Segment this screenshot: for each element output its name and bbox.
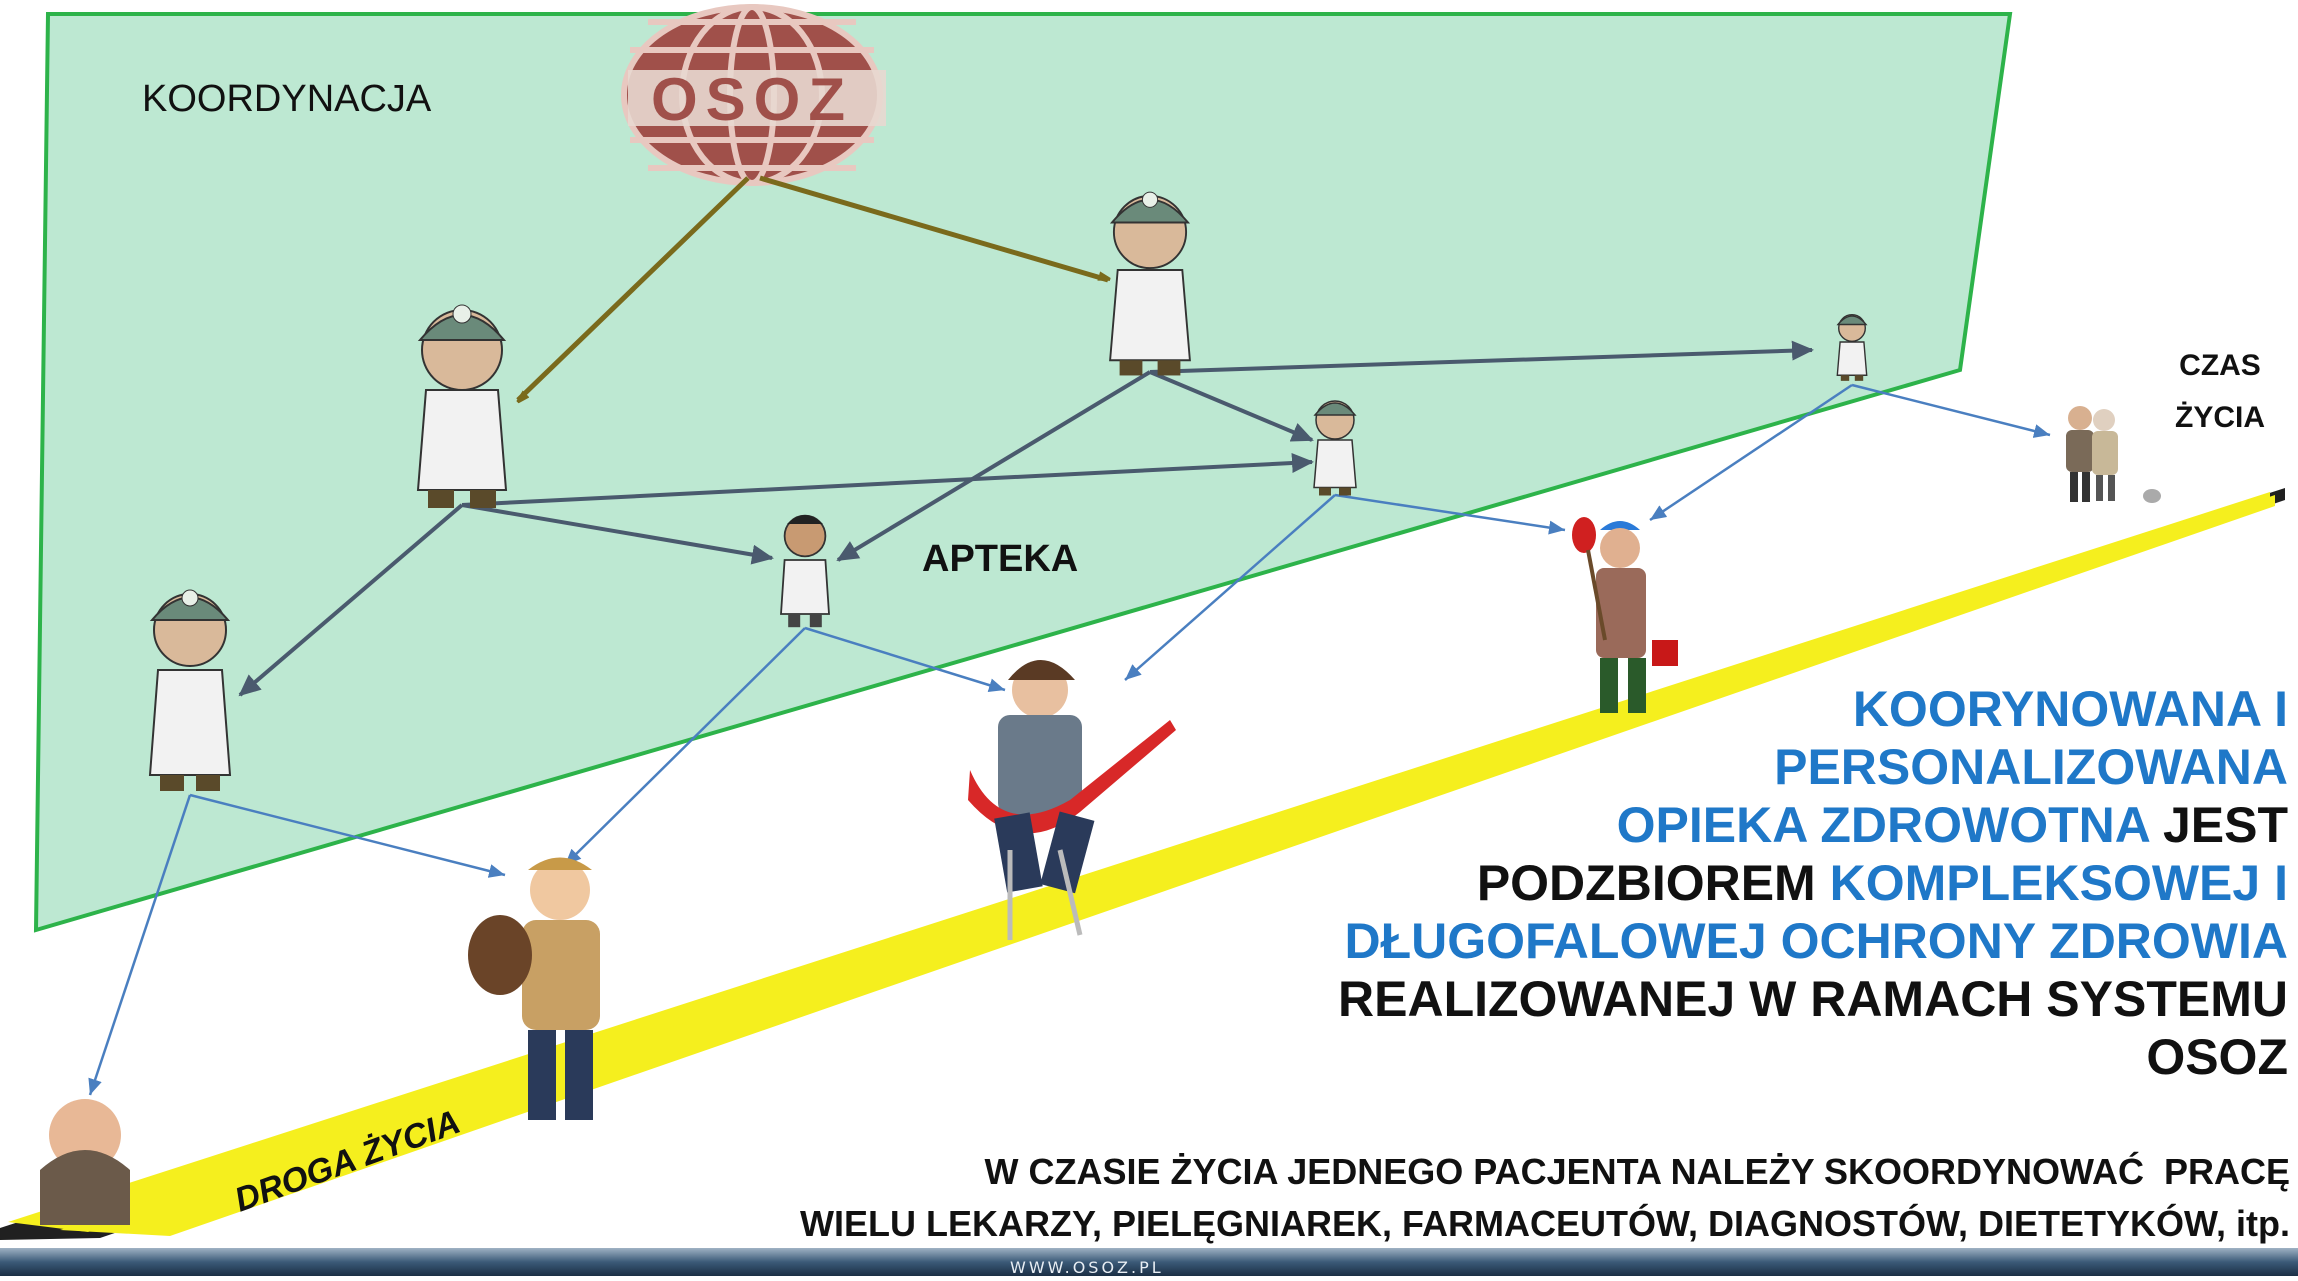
worker-figure (1572, 517, 1678, 713)
statement-segment: KOORYNOWANA I (1852, 681, 2288, 737)
doctor-figure-2 (416, 304, 508, 508)
life-time-label-line1: CZAS (2179, 349, 2261, 382)
logo-brand-text: OSOZ (651, 66, 853, 133)
statement-segment: JEST (2162, 797, 2288, 853)
doctor-arrows (238, 340, 1814, 697)
osoz-logo: OSOZ (621, 4, 886, 186)
statement-segment: REALIZOWANEJ W RAMACH SYSTEMU (1338, 971, 2288, 1027)
statement-segment: PERSONALIZOWANA (1774, 739, 2288, 795)
statement-segment: OPIEKA ZDROWOTNA (1616, 797, 2150, 853)
pharmacist-figure (780, 514, 830, 628)
life-time-label-line2: ŻYCIA (2175, 401, 2265, 434)
footer-url: WWW.OSOZ.PL (1010, 1258, 1164, 1277)
patient-arrows (88, 383, 2051, 1096)
teen-guitarist-figure (968, 660, 1176, 940)
elderly-couple-figure (2066, 406, 2161, 503)
life-time-label: CZAS ŻYCIA (2140, 340, 2298, 444)
coordination-zone (33, 12, 2013, 933)
doctor-figure-4 (1313, 400, 1357, 496)
main-statement: KOORYNOWANA I PERSONALIZOWANA OPIEKA ZDR… (1188, 680, 2288, 1086)
arrow-logo-to-doctor-2 (518, 176, 750, 400)
bottom-statement-line1: W CZASIE ŻYCIA JEDNEGO PACJENTA NALEŻY S… (984, 1151, 2290, 1192)
statement-segment: KOMPLEKSOWEJ I (1829, 855, 2288, 911)
pharmacy-label: APTEKA (922, 538, 1079, 580)
statement-segment: PODZBIOREM (1476, 855, 1816, 911)
coordination-label: KOORDYNACJA (142, 78, 432, 120)
bottom-statement: W CZASIE ŻYCIA JEDNEGO PACJENTA NALEŻY S… (390, 1146, 2290, 1250)
baby-figure (40, 1099, 130, 1225)
statement-segment: DŁUGOFALOWEJ OCHRONY ZDROWIA (1344, 913, 2288, 969)
child-with-teddy-figure (468, 857, 600, 1120)
doctor-figure-3 (1109, 191, 1191, 376)
coordination-arrows (518, 175, 1108, 400)
doctor-figure-5 (1836, 313, 1868, 381)
footer-band (0, 1248, 2298, 1276)
arrow-logo-to-doctor-3 (759, 175, 1108, 283)
bottom-statement-line2: WIELU LEKARZY, PIELĘGNIAREK, FARMACEUTÓW… (799, 1203, 2290, 1244)
statement-segment: OSOZ (2146, 1029, 2288, 1085)
doctor-figure-1 (148, 589, 232, 791)
